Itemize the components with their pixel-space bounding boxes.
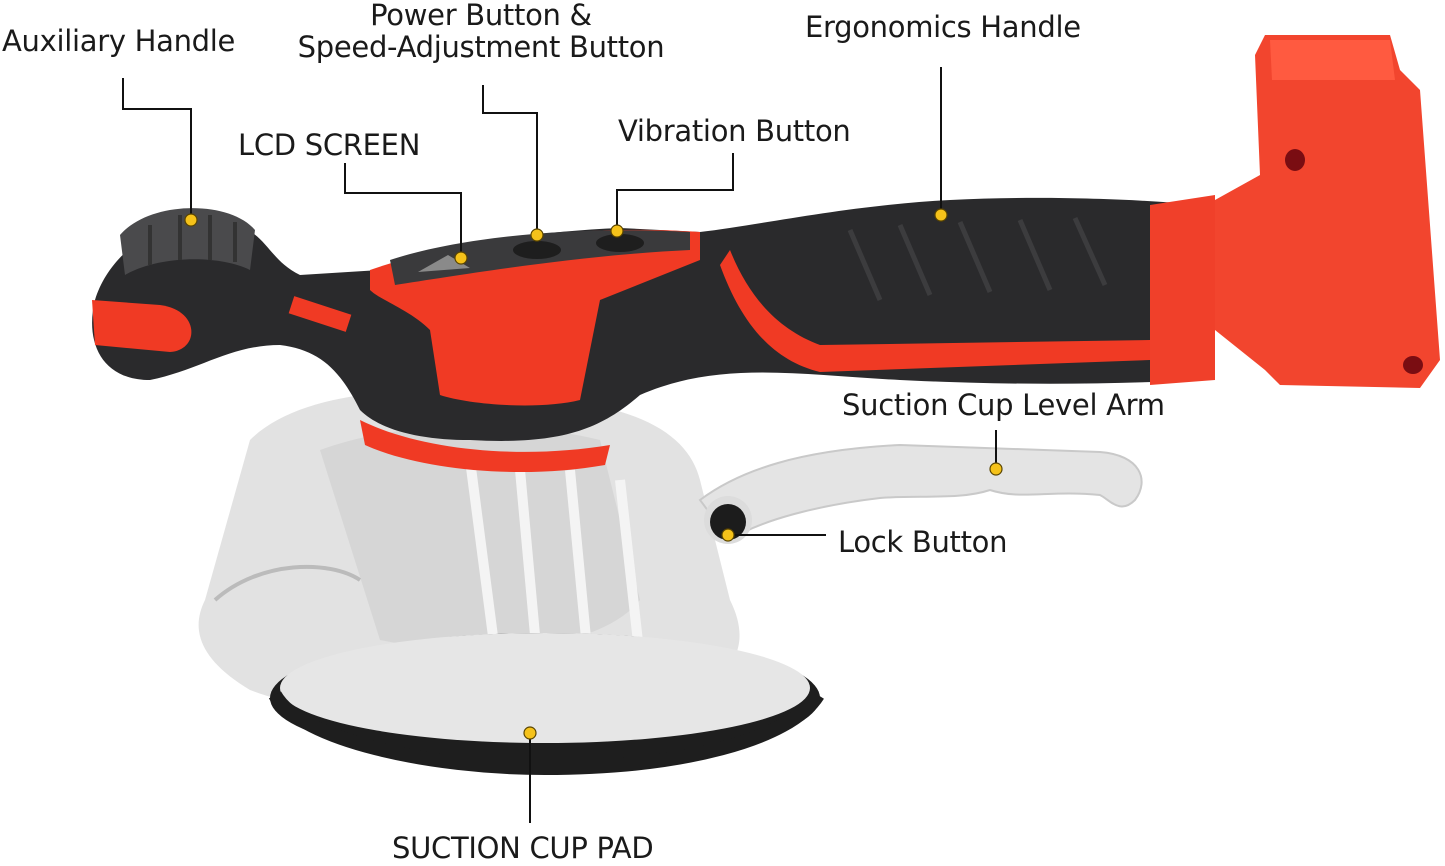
label-ergonomics-handle: Ergonomics Handle bbox=[805, 10, 1081, 44]
label-lock-button: Lock Button bbox=[838, 525, 1008, 559]
label-power-line1: Power Button & bbox=[370, 0, 592, 32]
suction-cup-pad bbox=[268, 633, 824, 776]
tool-body bbox=[92, 197, 1200, 441]
suction-cup-level-arm bbox=[698, 443, 1143, 544]
battery-mount bbox=[1150, 35, 1440, 388]
suction-cup-housing bbox=[198, 390, 740, 726]
label-power-line2: Speed-Adjustment Button bbox=[297, 29, 665, 64]
label-vibration-button: Vibration Button bbox=[618, 114, 851, 148]
label-suction-cup-level-arm: Suction Cup Level Arm bbox=[842, 388, 1165, 422]
leader-vibration bbox=[616, 153, 734, 231]
label-lcd-screen: LCD SCREEN bbox=[238, 128, 421, 162]
leader-lines bbox=[122, 67, 997, 823]
label-auxiliary-handle: Auxiliary Handle bbox=[2, 24, 236, 58]
dot-auxiliary-handle bbox=[184, 213, 198, 227]
dot-ergonomics bbox=[934, 208, 948, 222]
dot-lock bbox=[721, 528, 735, 542]
dot-pad bbox=[523, 726, 537, 740]
dot-power-speed bbox=[530, 228, 544, 242]
leader-auxiliary-handle bbox=[122, 78, 192, 220]
leader-power-speed bbox=[482, 85, 538, 235]
label-power-speed-button: Power Button & Speed-Adjustment Button bbox=[288, 0, 674, 64]
leader-lcd bbox=[344, 163, 462, 258]
dot-level-arm bbox=[989, 462, 1003, 476]
label-suction-cup-pad: SUCTION CUP PAD bbox=[392, 831, 654, 865]
callout-dots bbox=[184, 208, 1003, 740]
dot-lcd bbox=[454, 251, 468, 265]
dot-vibration bbox=[610, 224, 624, 238]
